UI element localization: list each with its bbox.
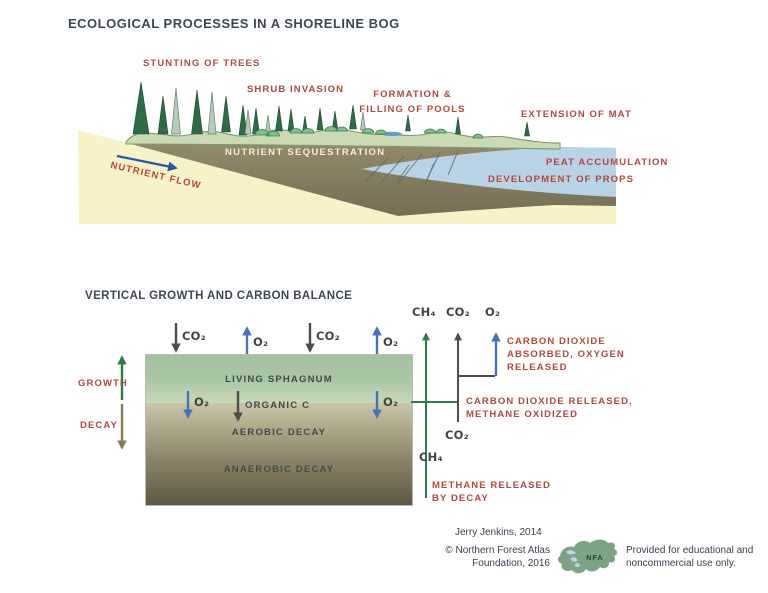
label-anaerobic-decay: ANAEROBIC DECAY (223, 464, 335, 475)
label-organic-c: ORGANIC C (245, 400, 311, 411)
annotation-methane-released: METHANE RELEASED BY DECAY (432, 480, 551, 504)
label-development-of-props: DEVELOPMENT OF PROPS (488, 174, 635, 185)
o2-label-inside-2: O₂ (383, 395, 399, 409)
label-growth: GROWTH (78, 378, 128, 389)
label-shrub-invasion: SHRUB INVASION (247, 84, 345, 95)
ch4-label-top: CH₄ (412, 305, 436, 319)
decay-zone (146, 403, 412, 505)
nfa-logo-text: NFA (586, 555, 604, 562)
carbon-balance-box (145, 354, 413, 506)
label-extension-of-mat: EXTENSION OF MAT (521, 109, 632, 120)
bog-cross-section (78, 81, 616, 224)
upland-soil (78, 130, 616, 224)
carbon-balance-heading: VERTICAL GROWTH AND CARBON BALANCE (85, 290, 353, 302)
nfa-logo: NFA (557, 539, 617, 574)
ch4-label-mid-right: CH₄ (419, 450, 443, 464)
shrubs (254, 126, 484, 139)
credit-license: Provided for educational and noncommerci… (626, 545, 754, 569)
nfa-map-shape (557, 539, 617, 574)
living-sphagnum-zone (146, 355, 412, 403)
props-lines (365, 150, 459, 185)
lake-water (362, 147, 616, 197)
credit-copyright: © Northern Forest Atlas Foundation, 2016 (445, 545, 550, 569)
o2-label-top-right: O₂ (485, 305, 501, 319)
label-decay: DECAY (80, 420, 118, 431)
credit-author: Jerry Jenkins, 2014 (455, 527, 542, 538)
bog-pool (382, 131, 402, 137)
o2-label-top-2: O₂ (383, 335, 399, 349)
annotation-co2-released: CARBON DIOXIDE RELEASED, METHANE OXIDIZE… (466, 396, 633, 420)
page-title: ECOLOGICAL PROCESSES IN A SHORELINE BOG (68, 16, 400, 31)
label-peat-accumulation: PEAT ACCUMULATION (546, 157, 669, 168)
co2-label-mid-right: CO₂ (445, 428, 469, 442)
co2-label-top-2: CO₂ (316, 329, 340, 343)
label-living-sphagnum: LIVING SPHAGNUM (225, 374, 333, 385)
co2-label-top-right: CO₂ (446, 305, 470, 319)
nutrient-flow-arrow (116, 154, 178, 172)
label-nutrient-sequestration: NUTRIENT SEQUESTRATION (225, 147, 386, 158)
label-aerobic-decay: AEROBIC DECAY (231, 427, 327, 438)
co2-label-top-1: CO₂ (182, 329, 206, 343)
label-formation-filling-of-pools: FORMATION & FILLING OF POOLS (359, 89, 466, 115)
annotation-co2-absorbed: CARBON DIOXIDE ABSORBED, OXYGEN RELEASED (507, 336, 625, 373)
o2-label-inside-1: O₂ (194, 395, 210, 409)
nfa-lakes (566, 550, 580, 568)
o2-label-top-1: O₂ (253, 335, 269, 349)
carbon-balance-arrows (117, 323, 501, 498)
label-stunting-of-trees: STUNTING OF TREES (143, 58, 261, 69)
